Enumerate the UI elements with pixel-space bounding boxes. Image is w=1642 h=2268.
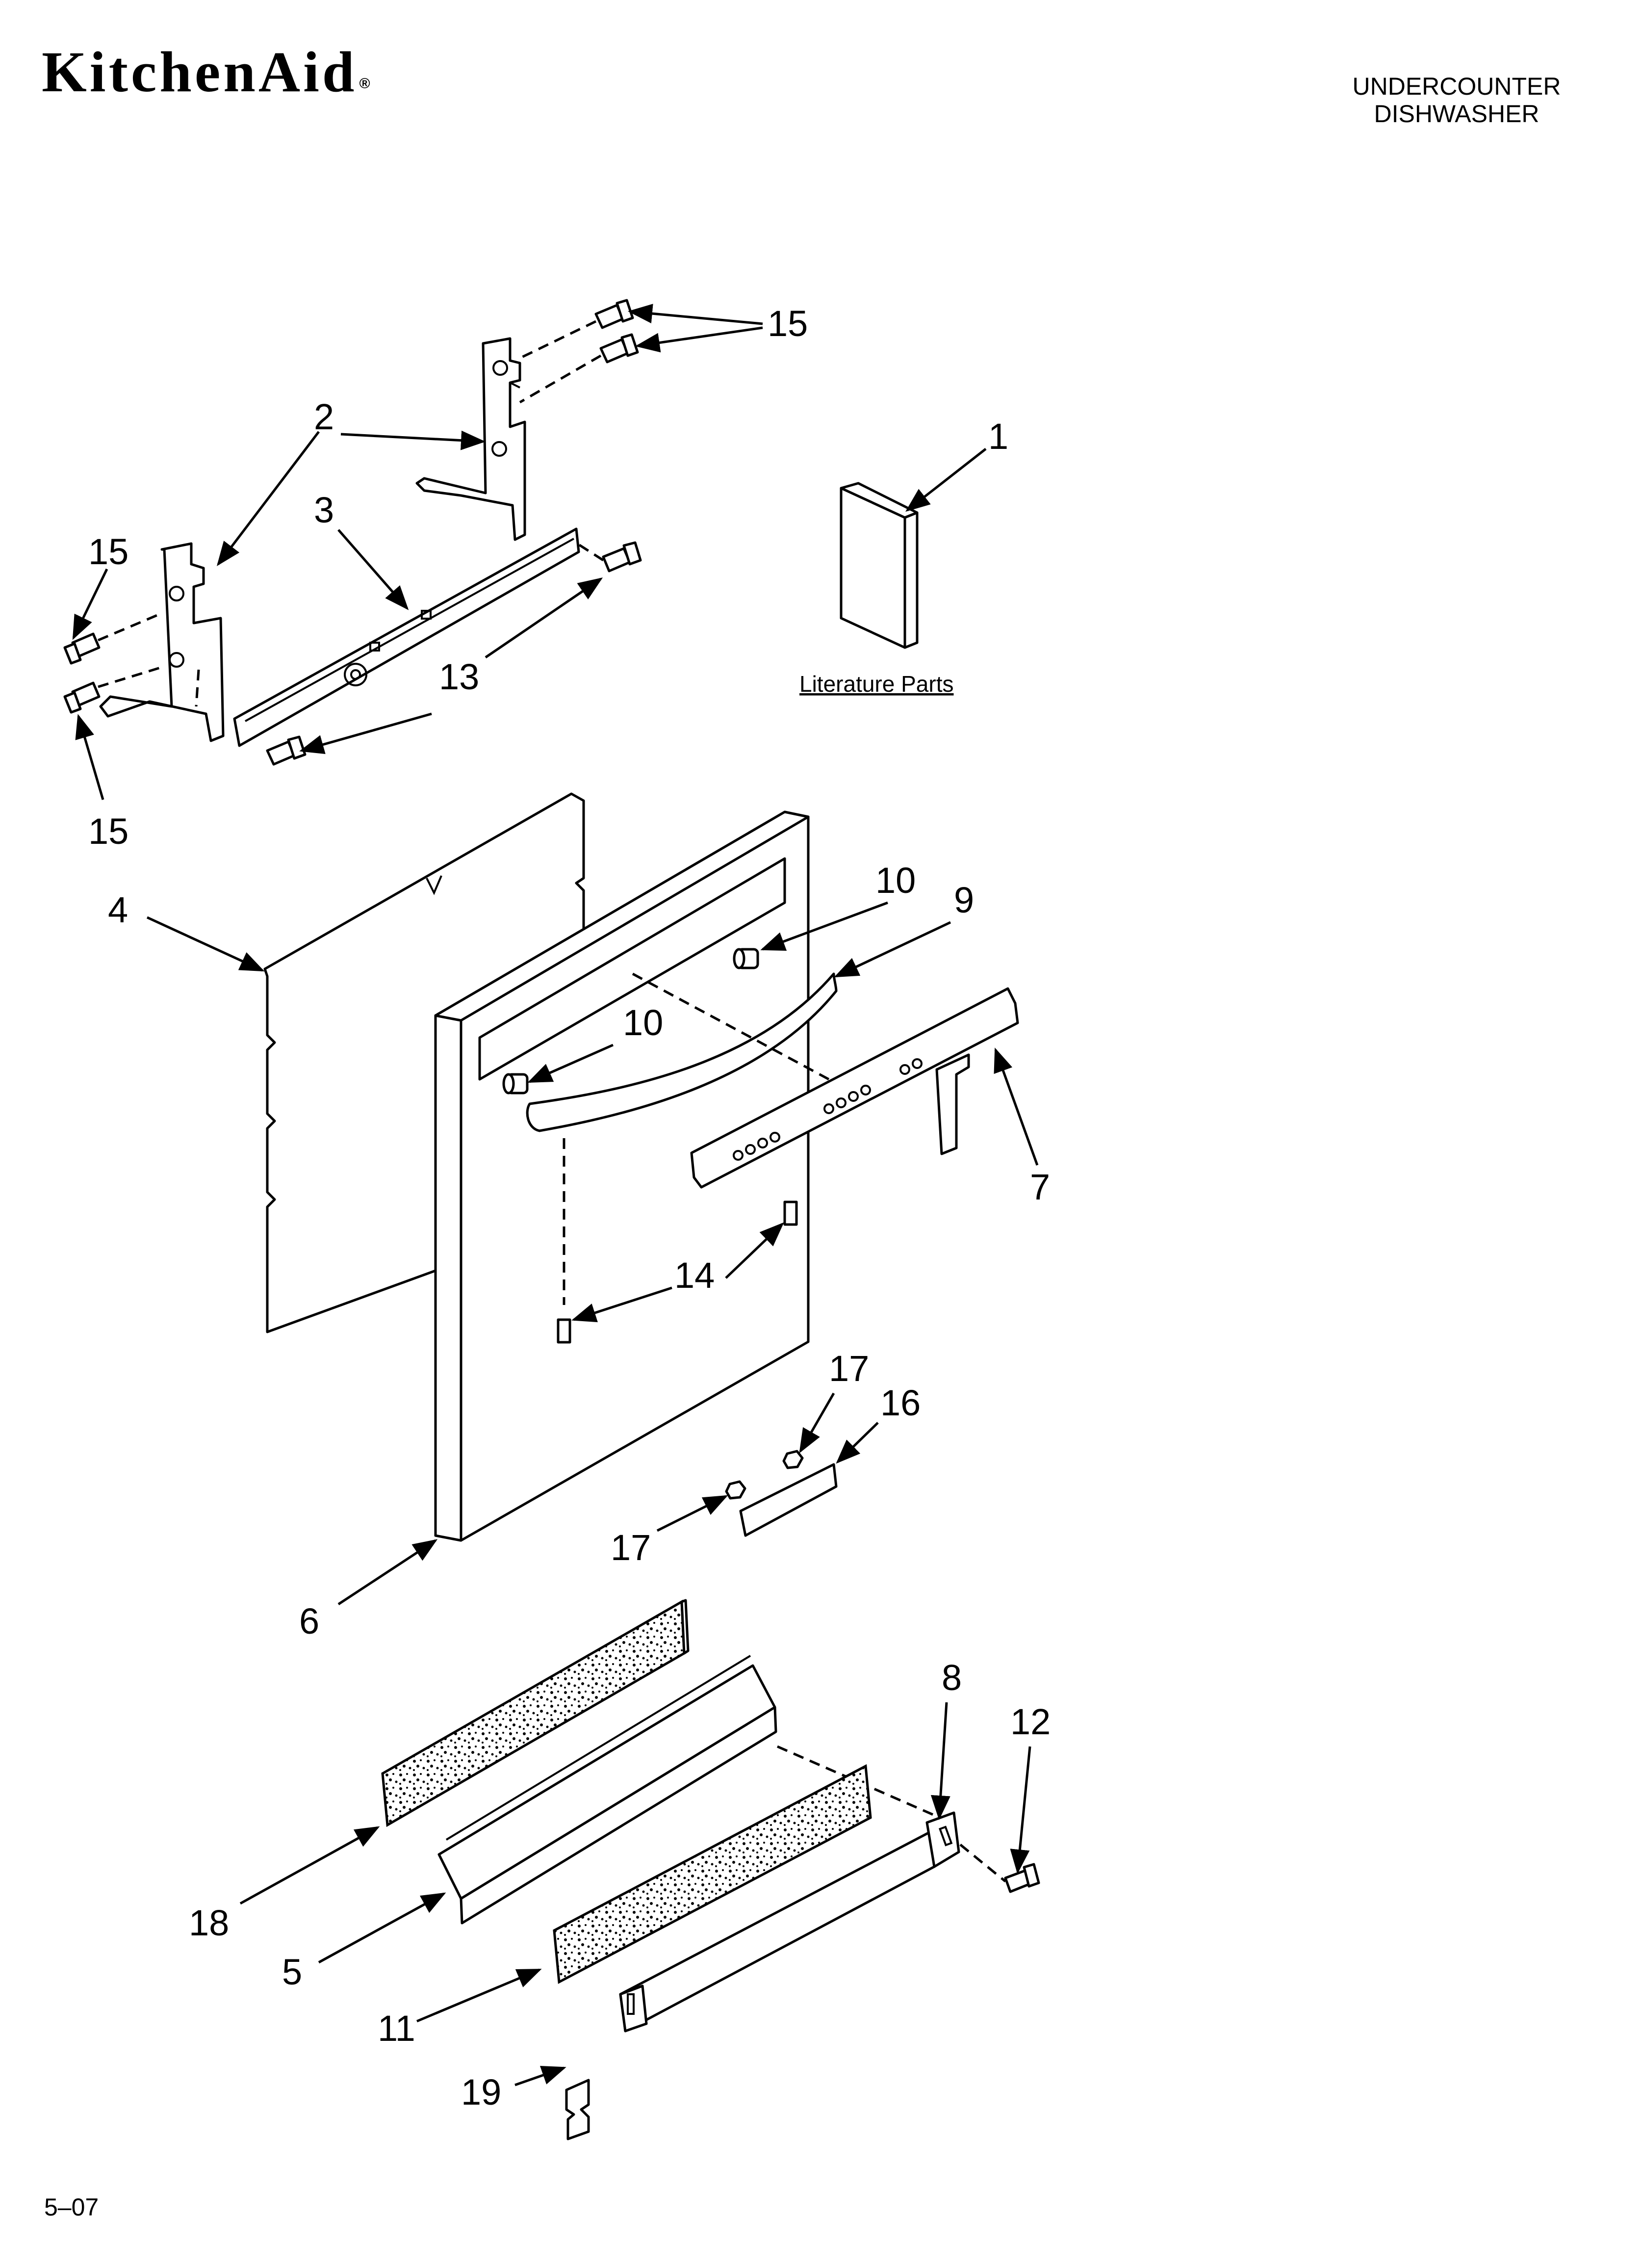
right-mounting-bracket xyxy=(415,337,526,541)
toe-panel-bracket xyxy=(437,1655,777,1925)
callout-11: 11 xyxy=(378,2008,415,2049)
toe-panel xyxy=(619,1811,960,2033)
revision-code: 5–07 xyxy=(44,2193,99,2221)
callout-8: 8 xyxy=(942,1657,962,1698)
callout-19: 19 xyxy=(461,2072,501,2112)
toe-panel-clip xyxy=(565,2079,590,2140)
product-title-line2: DISHWASHER xyxy=(1374,100,1539,128)
callout-7: 7 xyxy=(1030,1167,1050,1207)
callout-10-upper: 10 xyxy=(875,860,916,901)
callout-14: 14 xyxy=(674,1255,715,1296)
callout-15-left-bottom: 15 xyxy=(88,811,128,852)
screw-13-right xyxy=(602,541,642,573)
control-panel-overlay xyxy=(690,987,1019,1189)
callout-2: 2 xyxy=(314,396,334,437)
callout-15-top: 15 xyxy=(768,303,808,344)
screw-15-top-a xyxy=(594,299,634,329)
screw-15-left-a xyxy=(63,632,101,665)
callout-13: 13 xyxy=(439,656,479,697)
callout-6: 6 xyxy=(299,1601,319,1642)
callout-5: 5 xyxy=(282,1952,302,1992)
cross-brace xyxy=(233,527,580,747)
door-handle xyxy=(526,972,838,1132)
badge-nut-upper xyxy=(782,1450,804,1469)
callout-12: 12 xyxy=(1010,1701,1051,1742)
brand-logo: KitchenAid® xyxy=(42,43,373,101)
screw-15-left-b xyxy=(63,681,101,714)
screw-15-top-b xyxy=(599,333,639,364)
literature-parts-label: Literature Parts xyxy=(799,671,953,697)
callout-4: 4 xyxy=(108,889,128,930)
badge-nut-lower xyxy=(725,1480,746,1500)
callout-17-lower: 17 xyxy=(611,1527,651,1568)
outer-door-panel xyxy=(434,810,810,1542)
leader-lines xyxy=(72,304,1039,2086)
left-mounting-bracket xyxy=(99,542,225,742)
callout-9: 9 xyxy=(954,880,974,920)
product-title-line1: UNDERCOUNTER xyxy=(1352,73,1561,100)
callout-1: 1 xyxy=(988,416,1008,457)
product-title: UNDERCOUNTER DISHWASHER xyxy=(1344,73,1569,128)
callout-18: 18 xyxy=(189,1903,229,1943)
callout-16: 16 xyxy=(880,1382,921,1423)
callout-3: 3 xyxy=(314,490,334,530)
registered-mark: ® xyxy=(359,76,373,92)
stud-14-left xyxy=(557,1318,571,1344)
handle-spacer-upper xyxy=(733,948,759,969)
callout-10-lower: 10 xyxy=(623,1002,663,1043)
logo-badge xyxy=(739,1463,838,1537)
screw-13-left xyxy=(266,735,307,766)
insulation-strip-upper xyxy=(381,1599,690,1827)
brand-name: KitchenAid xyxy=(42,40,358,104)
literature-booklet xyxy=(840,482,919,649)
callout-15-left-top: 15 xyxy=(88,531,128,572)
insulation-strip-lower xyxy=(553,1764,872,1984)
callout-17-upper: 17 xyxy=(829,1348,869,1389)
handle-spacer-lower xyxy=(502,1073,529,1095)
toe-panel-screw xyxy=(1004,1863,1040,1893)
stud-14-right xyxy=(783,1200,798,1226)
